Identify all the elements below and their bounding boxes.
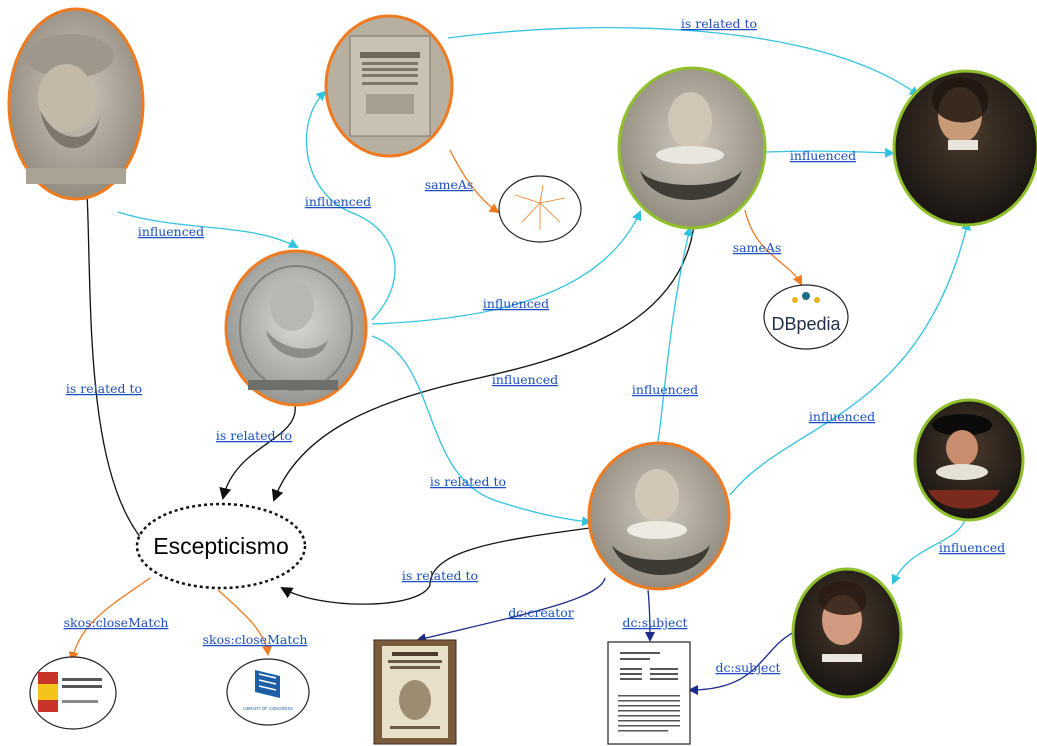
- edge-sanchez-to-document: [644, 589, 655, 642]
- spanish-ministry-logo-icon: [38, 672, 102, 712]
- library-logo-text: LIBRARY OF CONGRESS: [243, 706, 293, 711]
- painted-portrait-icon: [817, 581, 867, 662]
- edge-label-e7[interactable]: influenced: [492, 372, 558, 387]
- edge-label-e11[interactable]: is related to: [430, 474, 506, 489]
- edge-mustache-to-document: [688, 631, 795, 695]
- edge-label-e10[interactable]: influenced: [483, 296, 549, 311]
- edge-book-to-descartes: [447, 27, 920, 97]
- dbpedia-logo-icon: DBpedia: [771, 292, 842, 334]
- edge-label-e3[interactable]: influenced: [305, 194, 371, 209]
- node-hat-painting[interactable]: [913, 398, 1025, 522]
- title-page-engraving-icon: [349, 35, 431, 137]
- edge-concept-to-ministry: [68, 577, 151, 662]
- edge-label-e15[interactable]: influenced: [939, 540, 1005, 555]
- edge-label-e9[interactable]: sameAs: [733, 240, 782, 255]
- edge-ruff-to-dbpedia: [744, 209, 802, 286]
- printed-page-icon: [618, 652, 680, 732]
- node-book-title-page[interactable]: [324, 14, 454, 158]
- edge-label-e4[interactable]: influenced: [138, 224, 204, 239]
- node-network-graph[interactable]: [498, 175, 582, 243]
- node-medallion[interactable]: [224, 249, 368, 407]
- edge-medallion-to-ruff: [371, 210, 642, 325]
- nodes: DBpedia LIBRARY OF CONGRESS: [7, 7, 1037, 745]
- dbpedia-logo-text: DBpedia: [771, 314, 841, 334]
- edge-label-e12[interactable]: influenced: [632, 382, 698, 397]
- engraved-portrait-icon: [26, 34, 126, 184]
- node-sanchez[interactable]: [587, 441, 731, 591]
- edge-label-e1[interactable]: is related to: [681, 16, 757, 31]
- edge-concept-to-library: [217, 589, 272, 656]
- edge-label-e2[interactable]: influenced: [790, 148, 856, 163]
- node-ministry-spain[interactable]: [29, 656, 117, 730]
- edge-label-e16[interactable]: skos:closeMatch: [64, 615, 169, 630]
- edge-label-e18[interactable]: dc:creator: [508, 605, 574, 620]
- edges: [68, 27, 971, 695]
- medallion-portrait-icon: [239, 265, 353, 391]
- edge-sanchez-to-oldbook: [416, 577, 606, 643]
- edge-label-e5[interactable]: is related to: [66, 381, 142, 396]
- engraved-portrait-icon: [640, 92, 742, 200]
- edge-label-e13[interactable]: influenced: [809, 409, 875, 424]
- edge-turban-to-medallion: [117, 211, 299, 248]
- painted-portrait-icon: [928, 414, 1000, 509]
- edge-book-to-network: [449, 149, 500, 214]
- node-printed-document[interactable]: [607, 641, 691, 745]
- engraved-portrait-icon: [612, 469, 710, 575]
- node-library-congress[interactable]: LIBRARY OF CONGRESS: [226, 658, 310, 726]
- library-of-congress-logo-icon: LIBRARY OF CONGRESS: [243, 670, 293, 711]
- edge-label-e20[interactable]: dc:subject: [716, 660, 781, 675]
- edge-medallion-to-concept: [219, 404, 296, 500]
- edge-label-e14[interactable]: is related to: [402, 568, 478, 583]
- edge-label-e19[interactable]: dc:subject: [623, 615, 688, 630]
- edge-medallion-to-book: [305, 90, 396, 321]
- painted-portrait-icon: [931, 77, 989, 150]
- node-dbpedia[interactable]: DBpedia: [763, 284, 849, 350]
- edge-sanchez-to-concept: [280, 527, 591, 605]
- node-old-book[interactable]: [373, 639, 457, 745]
- edge-turban-to-concept: [86, 191, 150, 548]
- edge-label-e8[interactable]: sameAs: [425, 177, 474, 192]
- edge-hat-to-mustache: [891, 519, 966, 585]
- node-ruff-green[interactable]: [617, 66, 767, 230]
- node-descartes[interactable]: [892, 69, 1037, 227]
- edge-label-e6[interactable]: is related to: [216, 428, 292, 443]
- edge-sanchez-to-ruff: [656, 226, 694, 449]
- old-book-cover-icon: [382, 646, 448, 738]
- network-graph-icon: [514, 184, 566, 230]
- edge-sanchez-to-descartes: [729, 220, 971, 496]
- node-bearded-turban[interactable]: [7, 7, 145, 201]
- concept-label: Escepticismo: [153, 533, 288, 559]
- concept-node[interactable]: Escepticismo: [135, 502, 307, 590]
- edge-ruff-to-concept: [271, 224, 695, 502]
- edge-medallion-to-sanchez: [371, 335, 592, 527]
- node-mustache[interactable]: [791, 567, 903, 699]
- edge-labels: is related to influenced influenced infl…: [64, 16, 1006, 675]
- edge-label-e17[interactable]: skos:closeMatch: [203, 632, 308, 647]
- edge-ruff-to-descartes: [765, 147, 895, 158]
